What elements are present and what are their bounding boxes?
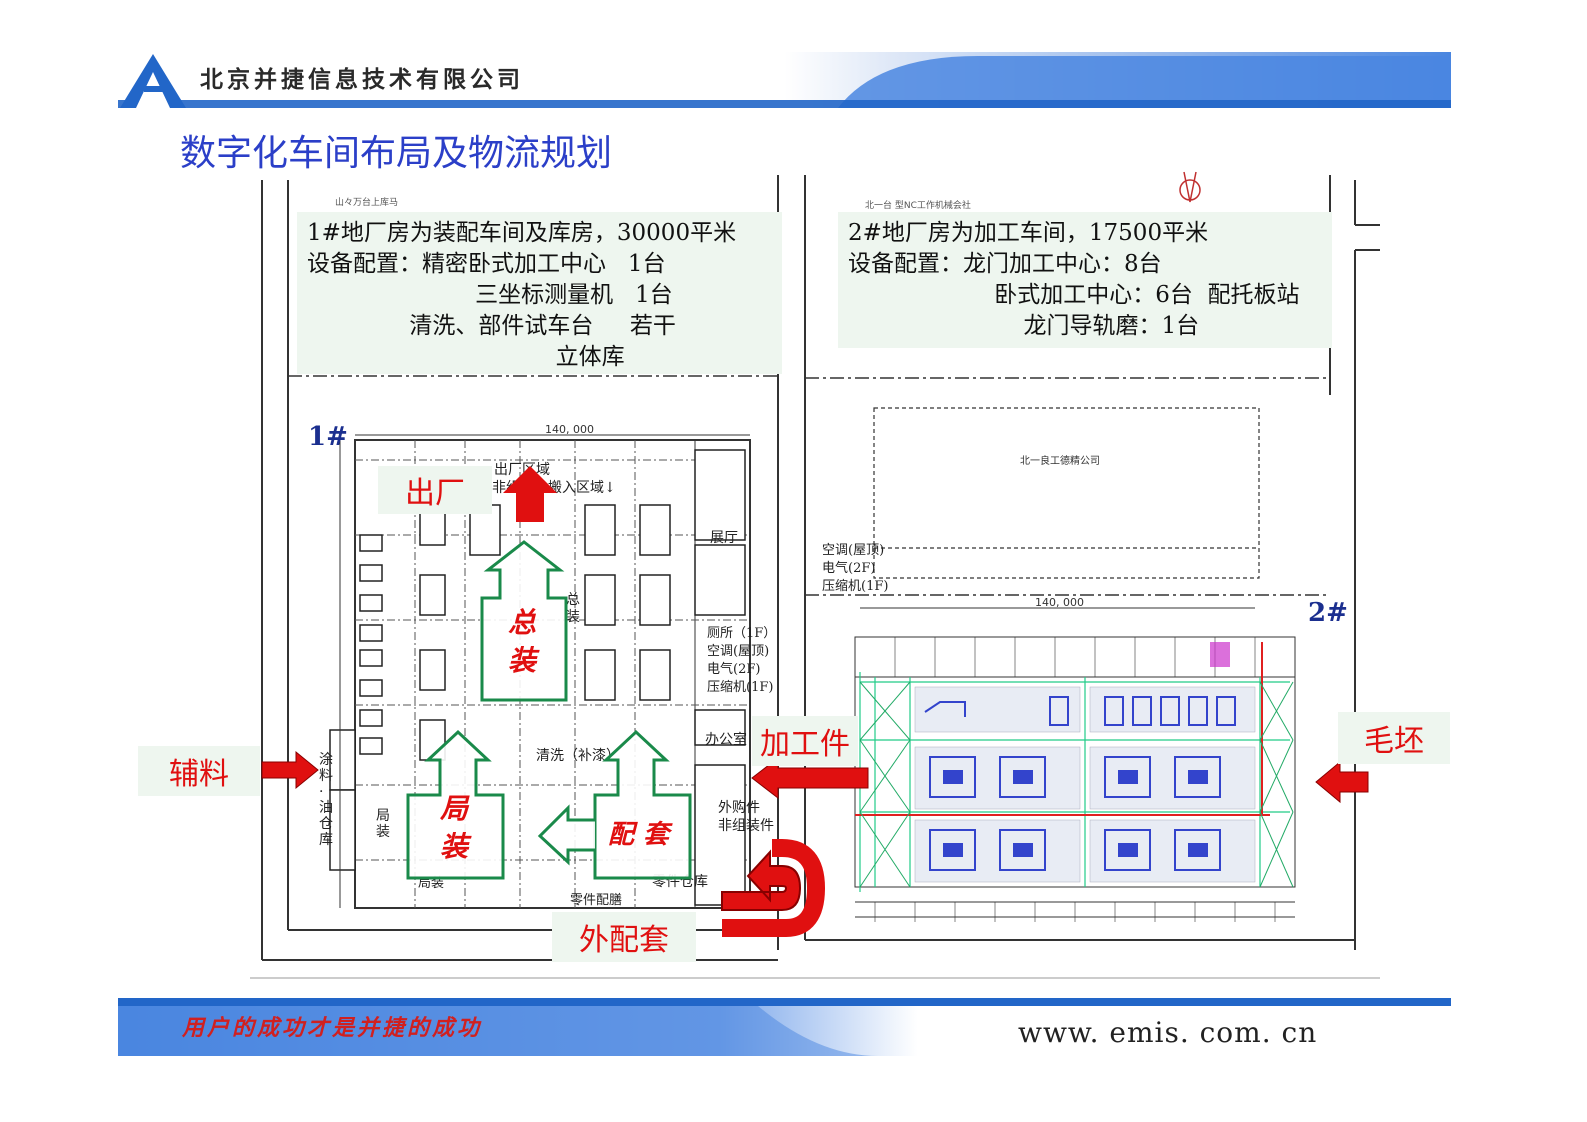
svg-text:140, 000: 140, 000 xyxy=(1035,596,1084,609)
plant2-info-line: 卧式加工中心：6台 配托板站 xyxy=(848,282,1300,308)
exit-tag: 出厂 xyxy=(378,466,492,514)
area-partial-assembly: 局 装 xyxy=(376,808,390,841)
plant2-info-line: 2#地厂房为加工车间，17500平米 xyxy=(848,220,1209,246)
outsourced-uturn-arrow-icon xyxy=(721,849,802,911)
plant2-label: 2# xyxy=(1308,598,1348,628)
auxiliary-tag: 辅料 xyxy=(138,746,260,796)
plant1-info-line: 清洗、部件试车台 若干 xyxy=(307,313,676,339)
site-plan: 北一良工德精公司 山々万台上库马 北一台 型NC工作机械会社 xyxy=(250,171,1380,979)
p2-area-ac-roof: 空调(屋顶) xyxy=(822,543,885,558)
area-non-assembled-parts: 非组装件 xyxy=(718,818,774,834)
kitting-left-arrow-icon xyxy=(537,804,595,866)
partial-assembly-arrow-icon xyxy=(406,729,505,880)
area-electric: 电气(2F) xyxy=(707,662,761,677)
exit-arrow-icon xyxy=(503,466,557,522)
outsourced-tag: 外配套 xyxy=(552,912,696,962)
area-compressor: 压缩机(1F) xyxy=(707,680,774,695)
svg-text:北一良工德精公司: 北一良工德精公司 xyxy=(1020,454,1100,467)
area-exhibition: 展厅 xyxy=(710,530,738,546)
partial-assembly-tag: 局 装 xyxy=(440,792,469,863)
plant1-info-line: 设备配置：精密卧式加工中心 1台 xyxy=(307,251,666,277)
area-office: 办公室 xyxy=(705,732,747,748)
p2-area-electric: 电气(2F) xyxy=(822,561,876,576)
final-assembly-arrow-icon xyxy=(480,540,568,702)
blank-arrow-icon xyxy=(1315,760,1369,804)
footer-slogan: 用户的成功才是并捷的成功 xyxy=(182,1015,483,1041)
footer-website-link[interactable]: www. emis. com. cn xyxy=(1018,1016,1318,1049)
plant2-info-line: 设备配置：龙门加工中心：8台 xyxy=(848,251,1162,277)
area-ac-roof: 空调(屋顶) xyxy=(707,644,770,659)
area-cleaning: 清洗（补漆） xyxy=(536,748,620,764)
footer-band xyxy=(118,998,1451,1056)
area-toilet: 厕所（1F） xyxy=(707,626,777,641)
header-band xyxy=(118,52,1451,108)
plant1-label: 1# xyxy=(308,422,348,452)
final-assembly-tag: 总 装 xyxy=(508,606,537,677)
area-partial-assembly-bottom: 局装 xyxy=(418,876,445,891)
plant1-info-line: 立体库 xyxy=(307,344,625,370)
svg-text:北一台 型NC工作机械会社: 北一台 型NC工作机械会社 xyxy=(865,199,971,211)
plant1-info-line: 三坐标测量机 1台 xyxy=(307,282,673,308)
area-coating-oil-warehouse: 涂 料 · 油 仓 库 xyxy=(319,752,333,849)
area-parts-kitting: 零件配膳 xyxy=(570,893,623,908)
machined-parts-tag: 加工件 xyxy=(752,716,858,766)
area-purchased-parts: 外购件 xyxy=(718,800,760,816)
svg-text:140, 000: 140, 000 xyxy=(545,423,594,436)
plant1-info-box: 1#地厂房为装配车间及库房，30000平米 设备配置：精密卧式加工中心 1台 三… xyxy=(297,212,782,374)
company-name: 北京并捷信息技术有限公司 xyxy=(200,66,524,93)
machined-parts-arrow-icon xyxy=(751,756,869,800)
plant2-info-line: 龙门导轨磨：1台 xyxy=(848,313,1200,339)
p2-area-compressor: 压缩机(1F) xyxy=(822,579,889,594)
svg-text:山々万台上库马: 山々万台上库马 xyxy=(335,196,398,208)
blank-tag: 毛坯 xyxy=(1338,712,1450,764)
area-final-assembly: 总 装 xyxy=(566,592,580,625)
kitting-tag: 配 套 xyxy=(608,820,670,850)
kitting-up-arrow-icon xyxy=(593,729,692,880)
workshop-2-layout xyxy=(815,612,1335,937)
slide-title: 数字化车间布局及物流规划 xyxy=(180,133,613,174)
plant1-info-line: 1#地厂房为装配车间及库房，30000平米 xyxy=(307,220,737,246)
plant2-info-box: 2#地厂房为加工车间，17500平米 设备配置：龙门加工中心：8台 卧式加工中心… xyxy=(838,212,1332,348)
company-logo-icon xyxy=(120,54,186,108)
auxiliary-arrow-icon xyxy=(261,750,319,790)
